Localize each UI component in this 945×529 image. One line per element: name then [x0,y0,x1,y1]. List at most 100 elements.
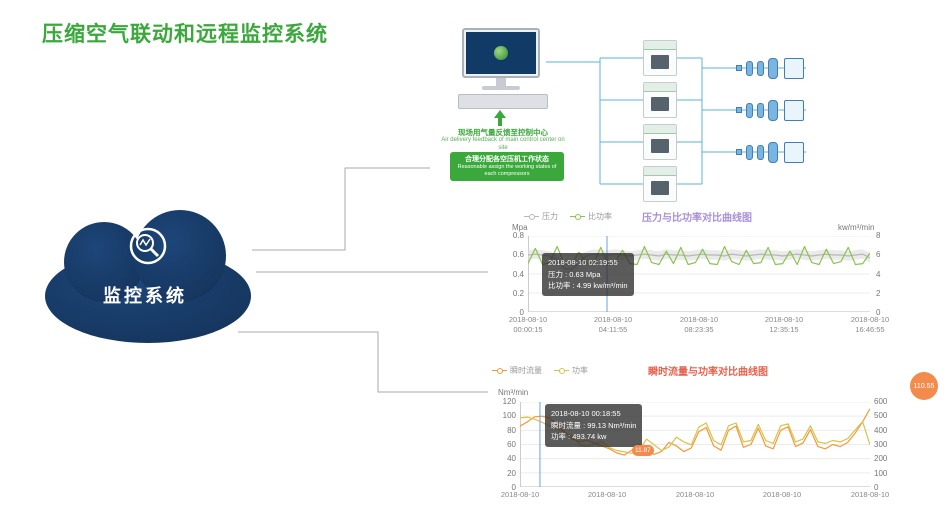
legend-label: 功率 [572,366,588,375]
filter-icon [746,103,753,118]
feedback-note: 现场用气量反馈至控制中心 Air delivery feedback of ma… [436,128,570,152]
pressure-chart-legend: 压力 比功率 [524,211,612,222]
monitor-screen [466,32,536,74]
tick-label: 80 [507,425,516,435]
compressor-unit [643,82,677,118]
tick-label: 120 [502,397,516,406]
tick-label: 100 [874,468,888,478]
y-axis-right: 600 500 400 300 200 100 0 [874,397,898,492]
tick-label: 0 [511,482,516,492]
tooltip-time: 2018-08-10 02:19:55 [548,258,618,267]
filter-icon [757,103,764,118]
tooltip-line: 瞬时流量 : 99.13 Nm³/min [551,420,637,430]
air-tank-icon [768,100,778,121]
tick-label: 2 [876,288,881,298]
tick-label: 500 [874,411,888,421]
monitoring-cloud: 监控系统 [30,190,260,350]
tick-label: 400 [874,425,888,435]
filter-icon [757,145,764,160]
tick-label: 0.6 [512,250,524,260]
brand-logo-icon [494,46,508,60]
filter-icon [757,61,764,76]
monitor [462,28,540,78]
chart-tooltip: 2018-08-10 02:19:55 压力 : 0.63 Mpa 比功率 : … [542,253,634,296]
y-left-unit-label: Nm³/min [498,388,529,397]
valve-icon [736,149,742,155]
cloud-shape [45,210,251,343]
y-right-unit-label: kw/m³/min [838,223,875,232]
valve-icon [736,107,742,113]
filter-icon [746,61,753,76]
tooltip-time: 2018-08-10 00:18:55 [551,409,621,418]
tick-label: 40 [507,454,516,464]
line-marker-icon [524,213,539,220]
legend-item-pressure[interactable]: 压力 [524,211,558,222]
tick-label: 8 [876,231,881,240]
line-marker-icon [554,367,569,374]
air-dryer-icon [784,100,804,121]
x-tick: 2018-08-10 [587,490,627,499]
feedback-arrow-icon [494,110,506,126]
tick-label: 6 [876,250,881,260]
pressure-chart-title: 压力与比功率对比曲线图 [642,213,752,224]
assign-note: 合理分配各空压机工作状态 Reasonable assign the worki… [450,152,564,182]
x-tick: 2018-08-10 [675,490,715,499]
tick-label: 4 [876,269,881,279]
legend-label: 比功率 [588,212,612,221]
valve-icon [736,65,742,71]
air-dryer-icon [784,58,804,79]
tick-label: 0.4 [512,269,524,279]
tooltip-line: 比功率 : 4.99 kw/m³/min [548,281,628,291]
air-tank-icon [768,58,778,79]
tick-label: 600 [874,397,888,406]
air-dryer-icon [784,142,804,163]
tick-label: 20 [507,468,516,478]
x-tick: 2018-08-10 [762,490,802,499]
legend-label: 瞬时流量 [510,366,542,375]
feedback-note-en: Air delivery feedback of main control ce… [441,137,565,151]
tick-label: 300 [874,439,888,449]
compressor-unit [643,166,677,202]
tick-label: 0 [519,308,524,317]
tick-label: 0 [874,482,879,492]
flow-chart-legend: 瞬时流量 功率 [492,365,588,376]
monitor-base [482,86,520,90]
legend-item-flow[interactable]: 瞬时流量 [492,365,542,376]
tooltip-line: 压力 : 0.63 Mpa [548,269,601,279]
tick-label: 0.2 [512,288,524,298]
chart-tooltip: 2018-08-10 00:18:55 瞬时流量 : 99.13 Nm³/min… [545,404,643,447]
legend-item-specpower[interactable]: 比功率 [570,211,612,222]
air-treatment-row [736,56,810,82]
analytics-search-icon [129,227,167,265]
x-tick: 2018-08-10 [850,490,890,499]
compressor-unit [643,124,677,160]
flow-chart-panel: 瞬时流量 功率 瞬时流量与功率对比曲线图 110.55 Nm³/min 120 … [490,360,942,510]
flow-chart-title: 瞬时流量与功率对比曲线图 [648,367,768,378]
tick-label: 0.8 [512,231,524,240]
y-axis-left: 0.8 0.6 0.4 0.2 0 [498,231,524,317]
y-axis-left: 120 100 80 60 40 20 0 [492,397,516,492]
assign-note-cn: 合理分配各空压机工作状态 [465,156,549,163]
tooltip-line: 功率 : 493.74 kw [551,432,607,442]
flow-end-value-badge: 110.55 [910,372,938,400]
monitor-stand [496,78,506,86]
y-axis-right: 8 6 4 2 0 [876,231,896,317]
tick-label: 200 [874,454,888,464]
assign-note-en: Reasonable assign the working states of … [457,164,557,178]
compressor-unit [643,40,677,76]
x-tick: 2018-08-10 [500,490,540,499]
line-marker-icon [570,213,585,220]
legend-item-power[interactable]: 功率 [554,365,588,376]
flow-point-value-badge: 11.87 [632,445,654,456]
keyboard [458,94,548,109]
tick-label: 100 [502,411,516,421]
feedback-note-cn: 现场用气量反馈至控制中心 [458,128,548,137]
air-treatment-row [736,98,810,124]
page-title: 压缩空气联动和远程监控系统 [42,23,328,46]
pressure-chart-panel: 压力 比功率 压力与比功率对比曲线图 Mpa kw/m³/min 0.8 0.6… [490,208,900,338]
